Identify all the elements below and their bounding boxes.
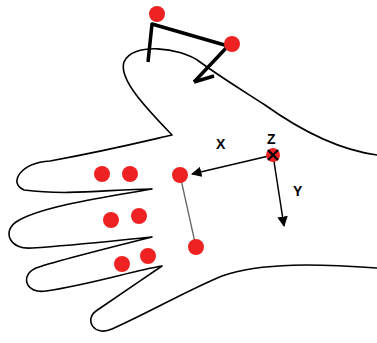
axis-label: Z <box>267 132 276 146</box>
thumb-bracket <box>148 24 228 82</box>
axis-label: Y <box>293 184 302 198</box>
sensor-link <box>180 175 196 247</box>
axes <box>192 155 284 226</box>
hand-outline <box>9 49 377 331</box>
axis-label: X <box>216 137 225 151</box>
z-cross <box>268 150 278 160</box>
axis-origin <box>266 148 280 162</box>
marker-dots <box>94 6 240 272</box>
